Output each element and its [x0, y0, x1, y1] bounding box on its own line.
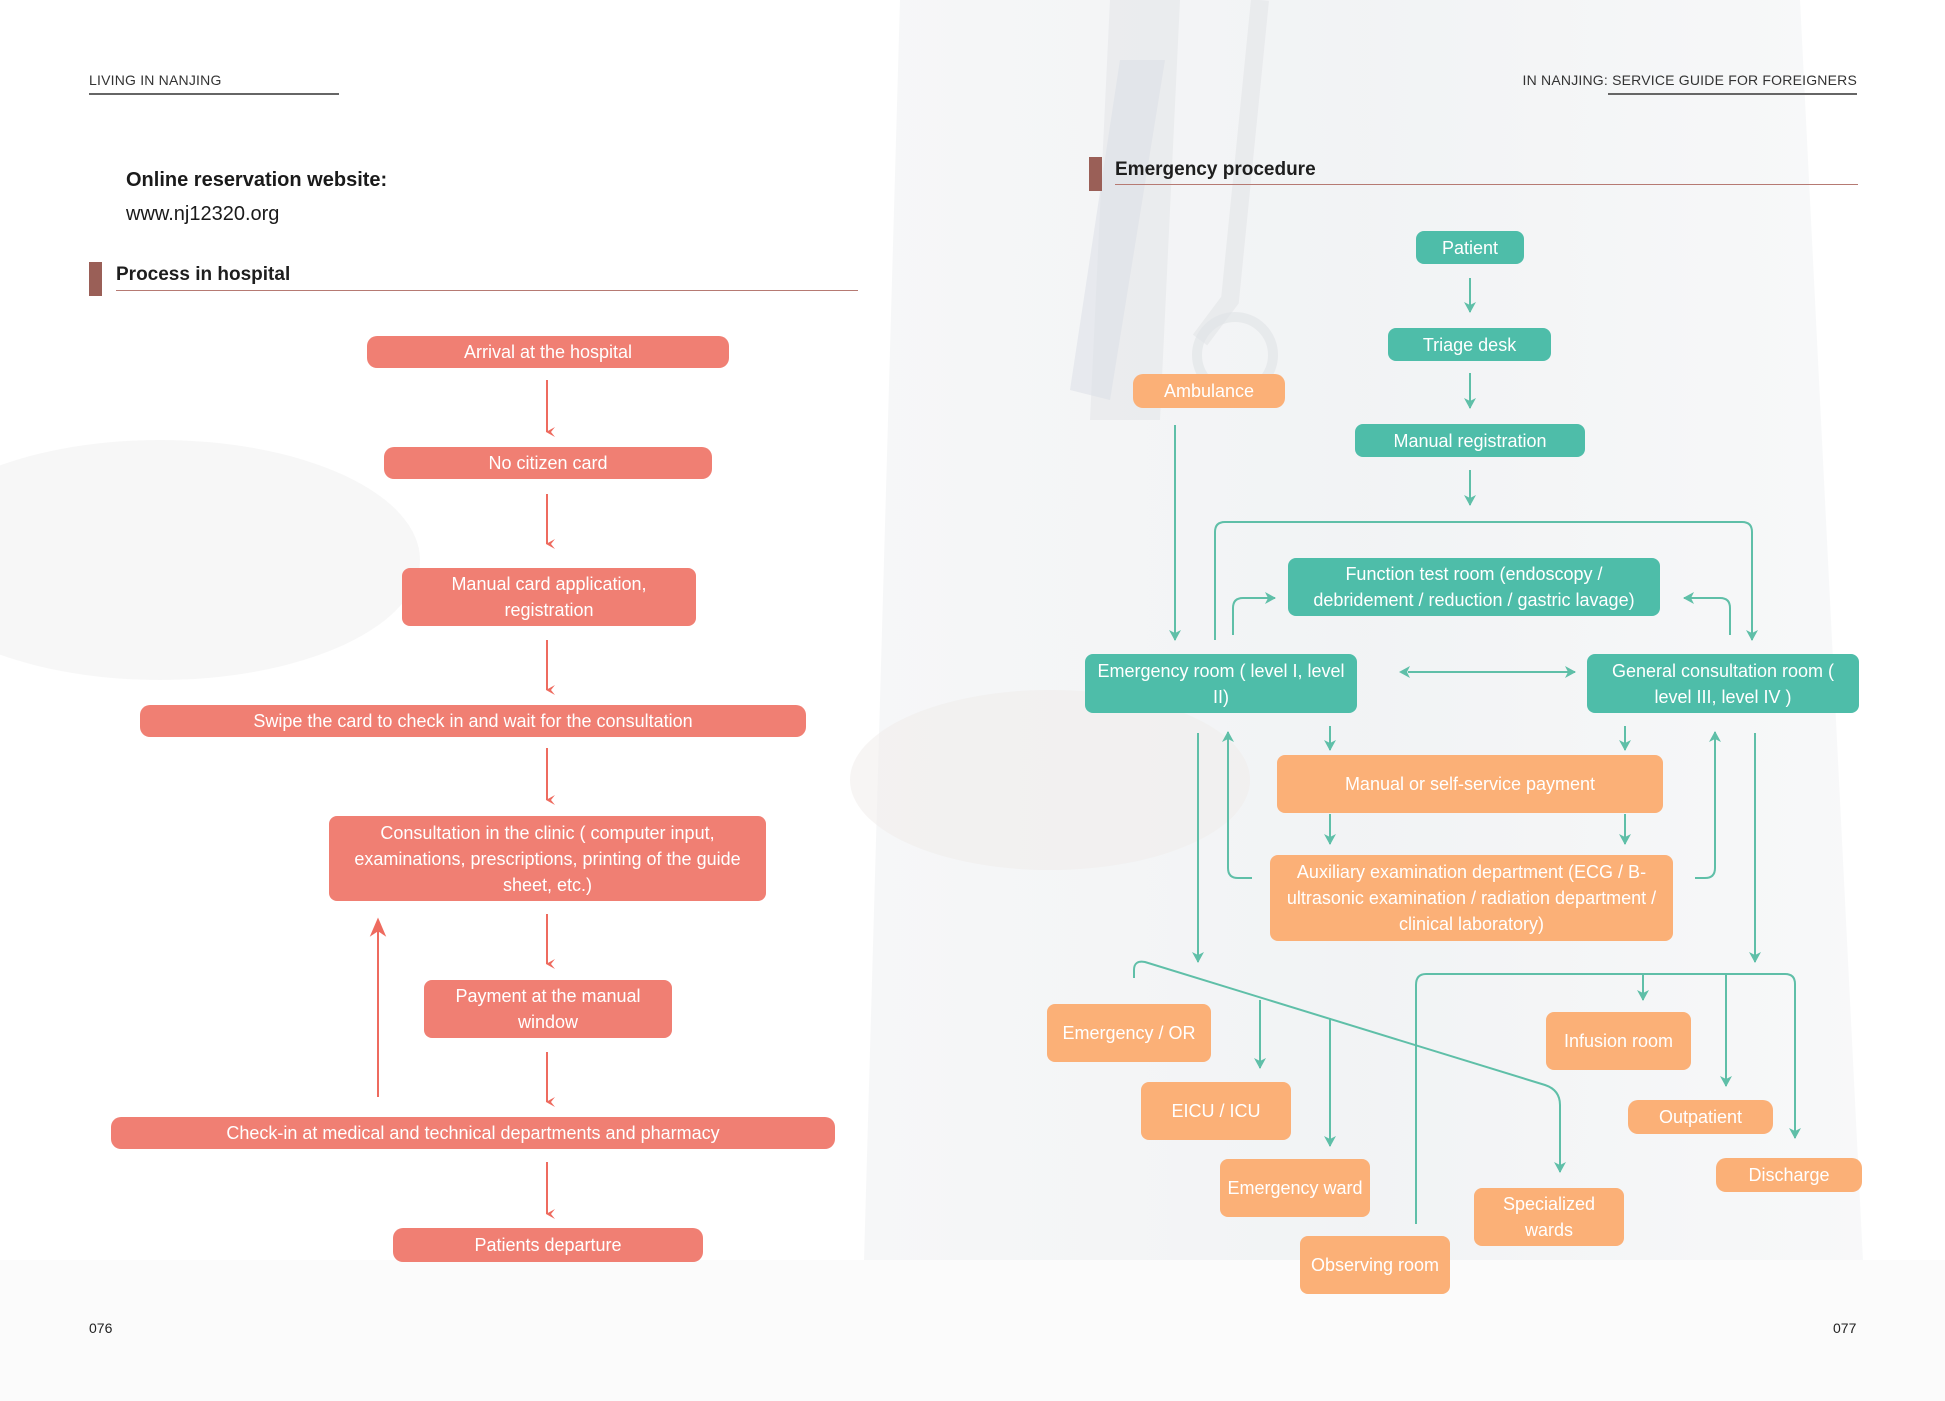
step-no-citizen-card: No citizen card [384, 447, 712, 479]
section-title-emergency: Emergency procedure [1115, 159, 1316, 180]
node-general-consultation: General consultation room ( level III, l… [1587, 654, 1859, 713]
step-swipe-card: Swipe the card to check in and wait for … [140, 705, 806, 737]
node-observing-room: Observing room [1300, 1236, 1450, 1294]
step-departure: Patients departure [393, 1228, 703, 1262]
step-card-application: Manual card application, registration [402, 568, 696, 626]
node-eicu-icu: EICU / ICU [1141, 1082, 1291, 1140]
node-triage-desk: Triage desk [1388, 328, 1551, 361]
node-manual-registration: Manual registration [1355, 424, 1585, 457]
section-marker [89, 262, 102, 296]
running-header-right: IN NANJING: SERVICE GUIDE FOR FOREIGNERS [1522, 72, 1857, 88]
node-emergency-room: Emergency room ( level I, level II) [1085, 654, 1357, 713]
node-specialized-wards: Specialized wards [1474, 1188, 1624, 1246]
section-marker-emergency [1089, 157, 1102, 191]
node-auxiliary-examination: Auxiliary examination department (ECG / … [1270, 855, 1673, 941]
node-payment: Manual or self-service payment [1277, 755, 1663, 813]
section-title-process: Process in hospital [116, 264, 291, 285]
header-rule-right [1608, 93, 1857, 95]
header-rule-left [89, 93, 339, 95]
step-consultation: Consultation in the clinic ( computer in… [329, 816, 766, 901]
step-check-in: Check-in at medical and technical depart… [111, 1117, 835, 1149]
page-number-right: 077 [1833, 1320, 1857, 1336]
step-arrival: Arrival at the hospital [367, 336, 729, 368]
node-infusion-room: Infusion room [1546, 1012, 1691, 1070]
node-emergency-ward: Emergency ward [1220, 1159, 1370, 1217]
node-outpatient: Outpatient [1628, 1100, 1773, 1134]
running-header-left: LIVING IN NANJING [89, 72, 222, 88]
node-patient: Patient [1416, 231, 1524, 264]
node-discharge: Discharge [1716, 1158, 1862, 1192]
reservation-label: Online reservation website: [126, 169, 388, 191]
section-rule-emergency [1115, 184, 1858, 185]
step-payment: Payment at the manual window [424, 980, 672, 1038]
reservation-url[interactable]: www.nj12320.org [126, 203, 280, 225]
section-rule [116, 290, 858, 291]
node-function-test-room: Function test room (endoscopy / debridem… [1288, 558, 1660, 616]
node-ambulance: Ambulance [1133, 374, 1285, 408]
node-emergency-or: Emergency / OR [1047, 1004, 1211, 1062]
page-number-left: 076 [89, 1320, 113, 1336]
